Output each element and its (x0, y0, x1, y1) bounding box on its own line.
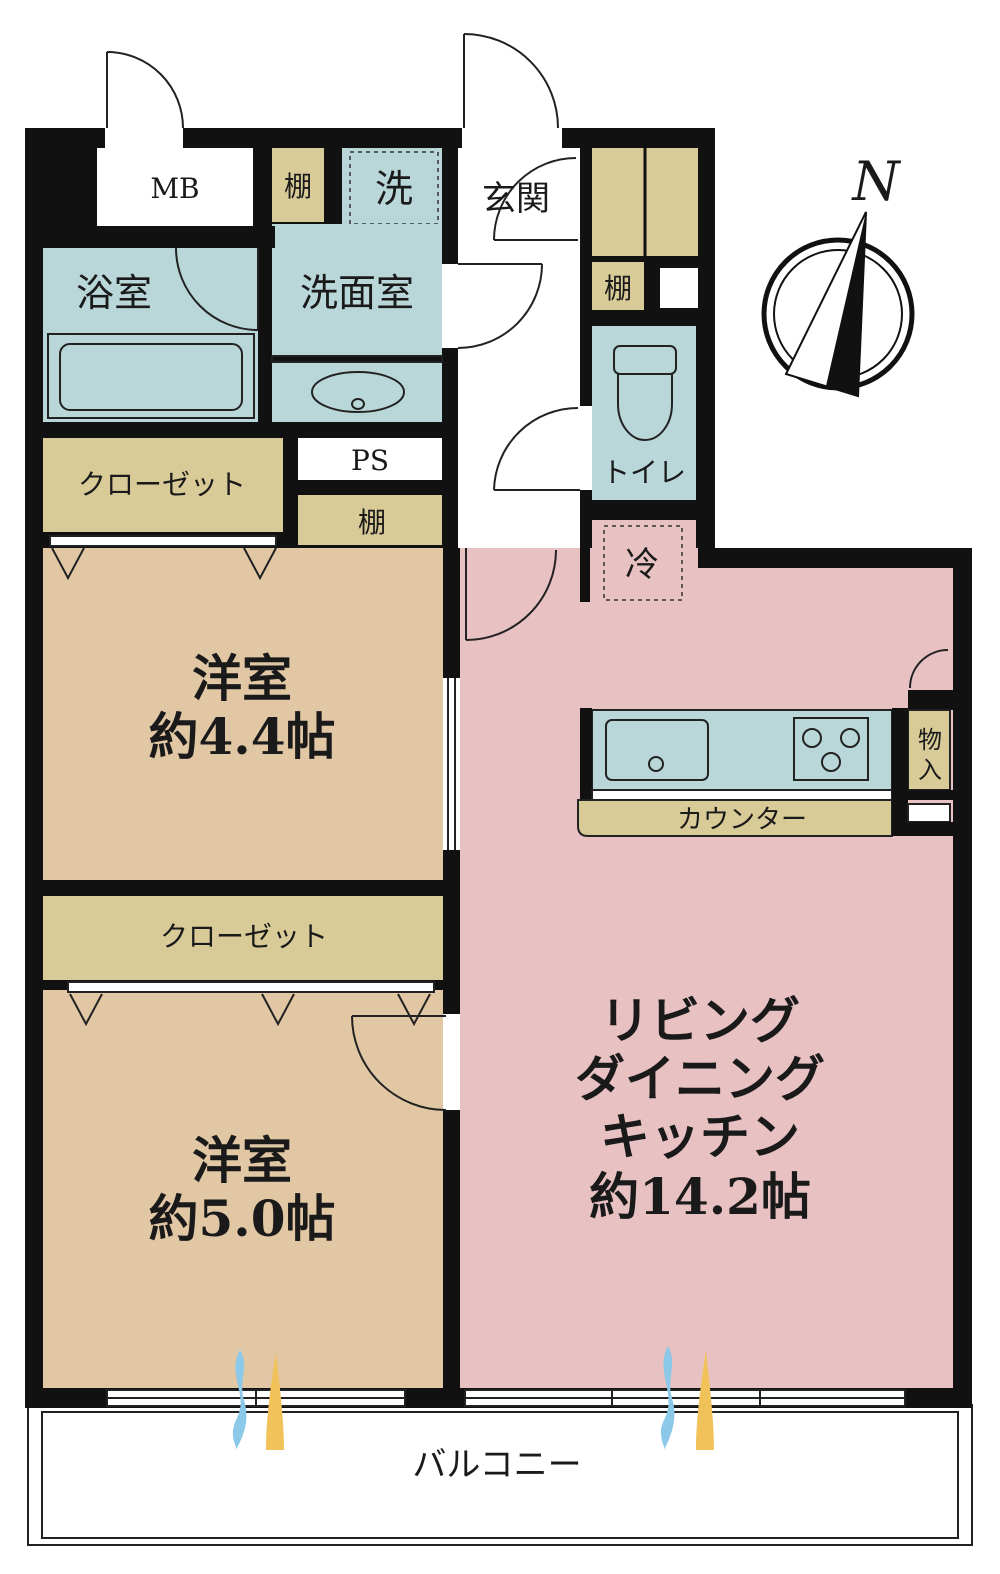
front-doors (105, 33, 562, 148)
closet-lower (43, 896, 443, 980)
wash-room (272, 224, 442, 422)
entrance-label: 玄関 (482, 179, 550, 219)
windows (106, 1389, 906, 1407)
closet-lower-label: クローゼット (160, 920, 328, 953)
mb-room (97, 148, 253, 226)
shelf-mid-label: 棚 (358, 506, 386, 539)
north-label: N (850, 150, 901, 213)
bathtub (47, 333, 255, 419)
ac-indicators (232, 1346, 714, 1450)
balcony-label: バルコニー (412, 1445, 581, 1485)
ldk-line2: ダイニング (575, 1049, 825, 1108)
storage-label-2: 入 (918, 756, 942, 784)
counter-label: カウンター (677, 805, 807, 835)
shelf-mid (298, 495, 442, 545)
ps-label: PS (351, 444, 389, 477)
western-room-2-name: 洋室 (192, 1131, 292, 1190)
corridor (458, 148, 580, 548)
mb-label: MB (150, 172, 199, 205)
counter-bar (577, 799, 893, 837)
shelf-entrance (592, 262, 644, 310)
western-room-2-size: 約5.0帖 (149, 1189, 336, 1248)
storage-label-1: 物 (918, 726, 942, 754)
toilet-room (592, 326, 696, 500)
kitchen-counter (591, 709, 893, 791)
washer-area (342, 148, 442, 224)
washer-label: 洗 (375, 167, 413, 211)
western-room-1 (43, 548, 443, 880)
room-labels: MB 棚 洗 玄関 浴室 洗面室 棚 トイレ クローゼット PS 棚 冷 洋室 … (0, 0, 942, 1248)
ldk-room (460, 520, 953, 1388)
fixtures (47, 333, 953, 837)
interior-doors (175, 157, 949, 1111)
ldk-line1: リビング (600, 991, 800, 1050)
closet-doors (49, 535, 435, 1027)
bath-label: 浴室 (76, 271, 152, 315)
western-room-1-size: 約4.4帖 (149, 707, 336, 766)
closet-upper-label: クローゼット (78, 468, 246, 501)
shelf-top (272, 148, 324, 222)
wash-basin (311, 371, 405, 413)
toilet-bowl (617, 374, 673, 441)
western-room-1-name: 洋室 (192, 649, 292, 708)
compass-rose: N (761, 150, 915, 398)
ldk-line3: キッチン (600, 1107, 800, 1166)
shelf-top-label: 棚 (284, 170, 312, 203)
ldk-size: 約14.2帖 (589, 1167, 811, 1226)
shelf-entrance-label: 棚 (604, 272, 632, 305)
western-room-2 (43, 990, 443, 1388)
storage-label: 物入 (0, 0, 2, 1)
ps-room (298, 438, 442, 480)
closet-upper (43, 438, 283, 532)
balcony: バルコニー (27, 1404, 973, 1546)
storage-room (907, 709, 951, 791)
toilet-label: トイレ (602, 456, 686, 489)
washroom-label: 洗面室 (300, 271, 414, 315)
fridge-label: 冷 (625, 545, 659, 585)
